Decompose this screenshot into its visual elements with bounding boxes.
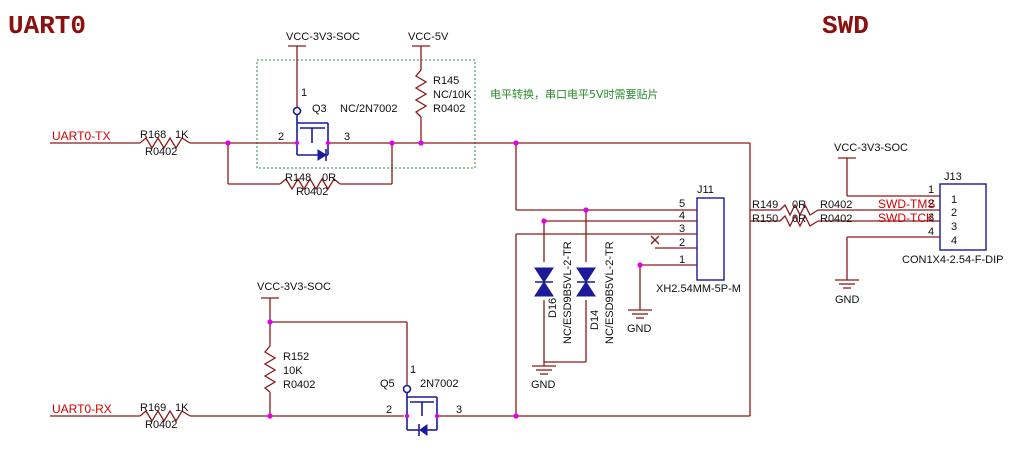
net-label-swd-tck: SWD-TCK xyxy=(878,211,934,225)
resistor-r145[interactable]: R145 NC/10K R0402 xyxy=(414,69,472,118)
svg-text:4: 4 xyxy=(679,210,685,222)
svg-text:3: 3 xyxy=(928,212,934,224)
svg-text:Q5: Q5 xyxy=(380,378,395,390)
connector-j11[interactable]: 5 4 3 2 1 J11 XH2.54MM-5P-M xyxy=(640,184,741,295)
svg-text:NC/2N7002: NC/2N7002 xyxy=(340,103,397,115)
svg-text:R145: R145 xyxy=(433,75,459,87)
section-title-swd: SWD xyxy=(822,11,869,41)
svg-text:2: 2 xyxy=(679,237,685,249)
svg-text:R0402: R0402 xyxy=(283,379,315,391)
svg-text:1: 1 xyxy=(928,184,934,196)
svg-text:R0402: R0402 xyxy=(820,199,852,211)
power-vcc-3v3-soc-q3: VCC-3V3-SOC xyxy=(286,31,360,108)
svg-text:R0402: R0402 xyxy=(296,186,328,198)
svg-text:NC/ESD9B5VL-2-TR: NC/ESD9B5VL-2-TR xyxy=(562,241,574,344)
power-vcc-3v3-soc-r152: VCC-3V3-SOC xyxy=(257,281,331,299)
svg-text:2: 2 xyxy=(278,131,284,143)
svg-text:1K: 1K xyxy=(175,129,189,141)
svg-text:4: 4 xyxy=(951,235,957,247)
resistor-r149[interactable]: R149 0R R0402 xyxy=(752,199,852,217)
svg-text:2N7002: 2N7002 xyxy=(420,378,459,390)
svg-text:R169: R169 xyxy=(140,402,166,414)
junction-dots xyxy=(225,140,643,419)
svg-text:2: 2 xyxy=(386,404,392,416)
svg-text:CON1X4-2.54-F-DIP: CON1X4-2.54-F-DIP xyxy=(902,254,1003,266)
svg-text:NC/ESD9B5VL-2-TR: NC/ESD9B5VL-2-TR xyxy=(604,241,616,344)
svg-text:R149: R149 xyxy=(752,199,778,211)
svg-text:Q3: Q3 xyxy=(312,103,327,115)
tvs-diode-d16[interactable]: D16 NC/ESD9B5VL-2-TR xyxy=(534,221,574,362)
uart0-rx-net: UART0-RX xyxy=(50,298,750,417)
svg-text:R150: R150 xyxy=(752,213,778,225)
net-label-uart0-rx: UART0-RX xyxy=(52,402,112,416)
svg-text:VCC-3V3-SOC: VCC-3V3-SOC xyxy=(834,142,908,154)
gnd-j13: GND xyxy=(835,237,860,306)
svg-text:0R: 0R xyxy=(792,213,806,225)
svg-text:D14: D14 xyxy=(589,310,601,330)
tvs-diode-d14[interactable]: D14 NC/ESD9B5VL-2-TR xyxy=(576,210,616,362)
resistor-r148[interactable]: R148 0R R0402 xyxy=(279,172,341,198)
net-label-uart0-tx: UART0-TX xyxy=(52,129,110,143)
net-label-swd-tms: SWD-TMS xyxy=(878,197,935,211)
svg-text:1: 1 xyxy=(679,254,685,266)
svg-text:R152: R152 xyxy=(283,351,309,363)
svg-text:R0402: R0402 xyxy=(433,103,465,115)
svg-text:J11: J11 xyxy=(697,184,714,196)
gnd-diodes: GND xyxy=(531,361,586,391)
svg-text:NC/10K: NC/10K xyxy=(433,89,472,101)
svg-text:J13: J13 xyxy=(944,171,962,183)
svg-text:D16: D16 xyxy=(547,298,559,318)
mosfet-q3[interactable]: Q3 NC/2N7002 2 3 1 xyxy=(278,87,397,161)
svg-text:0R: 0R xyxy=(792,199,806,211)
connector-j13[interactable]: 1 2 3 4 1 2 3 4 J13 CON1X4-2.54-F-DIP xyxy=(847,171,1003,266)
section-title-uart0: UART0 xyxy=(8,11,86,41)
svg-text:1: 1 xyxy=(951,194,957,206)
svg-text:GND: GND xyxy=(627,323,652,335)
svg-text:1: 1 xyxy=(410,364,416,376)
svg-text:4: 4 xyxy=(928,226,934,238)
svg-text:R0402: R0402 xyxy=(820,213,852,225)
svg-text:XH2.54MM-5P-M: XH2.54MM-5P-M xyxy=(656,283,741,295)
resistor-r152[interactable]: R152 10K R0402 xyxy=(263,345,315,393)
svg-text:1K: 1K xyxy=(175,402,189,414)
svg-text:3: 3 xyxy=(679,223,685,235)
svg-text:R0402: R0402 xyxy=(145,146,177,158)
svg-text:R148: R148 xyxy=(285,172,311,184)
svg-text:2: 2 xyxy=(928,198,934,210)
optional-level-shift-region xyxy=(256,59,476,169)
resistor-r169[interactable]: R169 1K R0402 xyxy=(139,402,191,431)
resistor-r150[interactable]: R150 0R R0402 xyxy=(752,213,852,228)
power-vcc-3v3-soc-j13: VCC-3V3-SOC xyxy=(834,142,940,197)
svg-text:3: 3 xyxy=(344,131,350,143)
svg-text:GND: GND xyxy=(531,379,556,391)
mosfet-q5[interactable]: Q5 2N7002 2 3 1 xyxy=(380,364,462,436)
svg-text:1: 1 xyxy=(301,87,307,99)
svg-text:VCC-3V3-SOC: VCC-3V3-SOC xyxy=(257,281,331,293)
power-vcc-5v: VCC-5V xyxy=(408,31,449,52)
uart0-tx-net: UART0-TX xyxy=(50,52,751,416)
svg-text:3: 3 xyxy=(951,221,957,233)
no-connect-marker xyxy=(650,235,680,249)
gnd-j11: GND xyxy=(627,265,652,335)
svg-text:0R: 0R xyxy=(322,172,336,184)
svg-text:VCC-5V: VCC-5V xyxy=(408,31,449,43)
svg-text:R168: R168 xyxy=(140,129,166,141)
svg-text:10K: 10K xyxy=(283,365,303,377)
svg-text:R0402: R0402 xyxy=(145,419,177,431)
level-shift-note: 电平转换，串口电平5V时需要贴片 xyxy=(490,87,659,101)
svg-text:3: 3 xyxy=(456,404,462,416)
svg-text:VCC-3V3-SOC: VCC-3V3-SOC xyxy=(286,31,360,43)
resistor-r168[interactable]: R168 1K R0402 xyxy=(139,129,191,158)
svg-text:5: 5 xyxy=(679,198,685,210)
svg-text:GND: GND xyxy=(835,294,860,306)
svg-text:2: 2 xyxy=(951,207,957,219)
